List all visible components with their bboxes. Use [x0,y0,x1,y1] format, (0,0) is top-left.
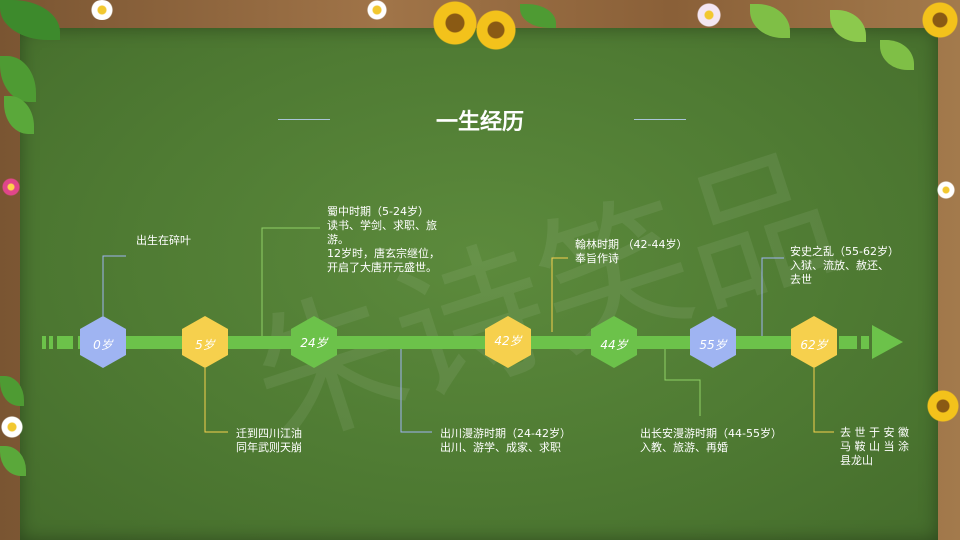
connector-line-5 [664,349,701,416]
event-changan-period: 出长安漫游时期（44-55岁） 入教、旅游、再婚 [640,427,782,454]
timeline-arrow-head [872,325,903,359]
daisy-right [936,180,956,200]
event-death: 去 世 于 安 徽 马 鞍 山 当 涂 县龙山 [840,426,909,467]
hex-label-55: 55岁 [699,338,727,352]
event-anshi-rebellion: 安史之乱（55-62岁） 入狱、流放、赦还、 去世 [790,245,899,286]
connector-line-3 [400,349,432,433]
connector-line-4 [551,257,568,332]
milestone-hexagons [80,316,837,368]
hex-label-62: 62岁 [800,338,828,352]
milestone-hexagon-5 [690,316,736,368]
daisy-top [90,0,114,20]
page-title: 一生经历 [435,110,524,135]
connector-line-2 [261,227,320,336]
connector-line-6 [761,257,784,336]
daisy-top-mid [366,0,388,20]
hex-label-0: 0岁 [93,338,113,352]
hex-label-24: 24岁 [300,336,328,350]
hex-label-42: 42岁 [494,334,522,348]
sunflower-top-right [474,8,518,52]
event-move-sichuan: 迁到四川江油 同年武则天崩 [236,427,302,454]
daisy-top-right [696,2,722,28]
event-birth: 出生在碎叶 [136,234,191,247]
milestone-hexagon-0 [80,316,126,368]
timeline-dashes [42,336,869,349]
event-hanlin-period: 翰林时期 （42-44岁） 奉旨作诗 [575,238,688,265]
connector-line-1 [204,368,228,433]
connector-line-7 [813,368,834,433]
title-line-left [278,119,330,120]
milestone-hexagon-6 [791,316,837,368]
milestone-hexagon-3 [485,316,531,368]
milestone-hexagon-4 [591,316,637,368]
hex-label-44: 44岁 [600,338,628,352]
event-travel-period: 出川漫游时期（24-42岁） 出川、游学、成家、求职 [440,427,571,454]
daisy-left [0,412,24,442]
hex-label-5: 5岁 [195,338,215,352]
milestone-hexagon-2 [291,316,337,368]
timeline-bar [78,336,834,349]
sunflower-right [926,386,960,426]
sunflower-top-left [430,0,480,46]
event-shu-period: 蜀中时期（5-24岁） 读书、学剑、求职、旅 游。 12岁时，唐玄宗继位， 开启… [327,205,440,274]
connector-line-0 [102,255,126,316]
chalkboard-background [20,28,938,540]
milestone-hexagon-1 [182,316,228,368]
title-line-right [634,119,686,120]
pink-flower-left [2,178,20,196]
connector-lines [102,227,834,433]
sunflower-corner [920,0,960,40]
